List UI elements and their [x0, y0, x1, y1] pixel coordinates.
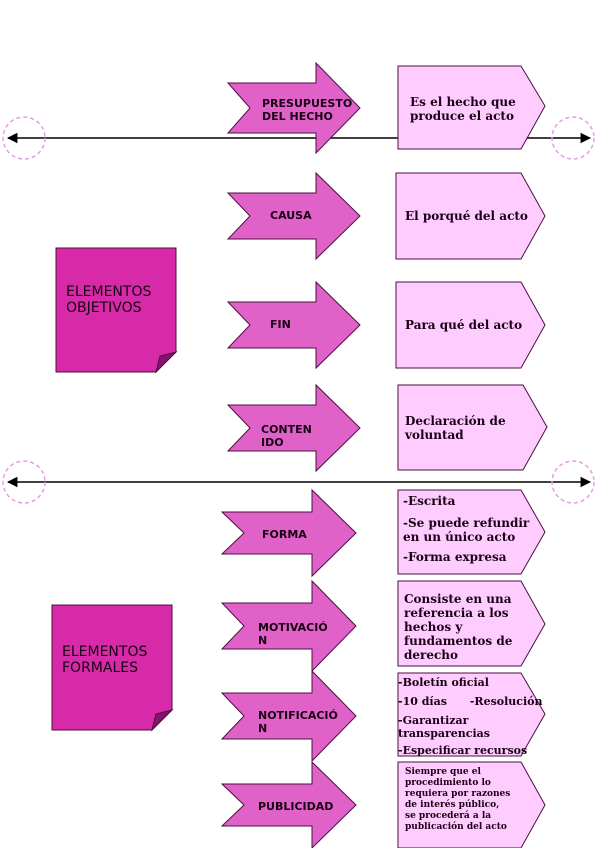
label-causa: CAUSA — [270, 209, 312, 222]
desc-notificacion: -Boletín oficial -10 días -Resolución -G… — [398, 676, 548, 757]
desc-presupuesto: Es el hecho que produce el acto — [410, 95, 516, 123]
desc-box-fin[interactable] — [395, 281, 546, 369]
connector-left-middle[interactable] — [2, 460, 46, 504]
desc-box-causa[interactable] — [395, 172, 546, 260]
label-publicidad: PUBLICIDAD — [258, 800, 334, 813]
desc-forma-line-3: -Forma expresa — [403, 550, 507, 564]
note-elementos-objetivos[interactable] — [55, 247, 178, 374]
desc-box-forma[interactable] — [397, 489, 546, 575]
arrow-forma[interactable] — [220, 488, 357, 578]
note-label-formales: ELEMENTOS FORMALES — [62, 644, 148, 676]
arrow-notificacion[interactable] — [220, 669, 357, 763]
connector-left-top[interactable] — [2, 116, 46, 160]
label-presupuesto: PRESUPUESTO DEL HECHO — [262, 97, 353, 123]
label-contenido: CONTENIDO — [261, 423, 312, 449]
note-label-objetivos: ELEMENTOS OBJETIVOS — [66, 284, 152, 316]
label-motivacion: MOTIVACIÓN — [258, 621, 328, 647]
label-fin: FIN — [270, 318, 291, 331]
desc-box-contenido[interactable] — [397, 384, 548, 471]
label-notificacion: NOTIFICACIÓN — [258, 709, 338, 735]
desc-motivacion: Consiste en una referencia a los hechos … — [404, 592, 513, 662]
desc-notificacion-line-1: -Boletín oficial — [398, 676, 489, 689]
desc-contenido: Declaración de voluntad — [405, 414, 506, 442]
desc-box-presupuesto[interactable] — [397, 65, 546, 150]
desc-box-notificacion[interactable] — [397, 672, 546, 757]
arrow-causa[interactable] — [226, 171, 361, 261]
desc-causa: El porqué del acto — [405, 209, 528, 223]
desc-box-motivacion[interactable] — [397, 580, 546, 667]
arrow-publicidad[interactable] — [220, 760, 357, 848]
desc-box-publicidad[interactable] — [397, 761, 546, 848]
desc-publicidad: Siempre que el procedimiento lo requiera… — [405, 767, 511, 832]
desc-forma: -Escrita -Se puede refundir en un único … — [403, 494, 537, 564]
label-forma: FORMA — [262, 528, 307, 541]
connector-right-top[interactable] — [551, 116, 595, 160]
note-elementos-formales[interactable] — [51, 604, 174, 732]
desc-notificacion-line-4: -Especificar recursos — [398, 744, 528, 757]
desc-forma-line-1: -Escrita — [403, 494, 456, 508]
separator-line-middle — [2, 460, 595, 504]
desc-notificacion-line-3: -Garantizar transparencias — [398, 714, 491, 740]
connector-right-middle[interactable] — [551, 460, 595, 504]
arrow-presupuesto[interactable] — [226, 61, 361, 155]
desc-forma-line-2: -Se puede refundir en un único acto — [403, 516, 530, 544]
arrow-contenido[interactable] — [226, 383, 361, 473]
desc-notificacion-line-2: -10 días -Resolución — [398, 695, 543, 708]
arrow-fin[interactable] — [226, 280, 361, 370]
desc-fin: Para qué del acto — [405, 318, 523, 332]
